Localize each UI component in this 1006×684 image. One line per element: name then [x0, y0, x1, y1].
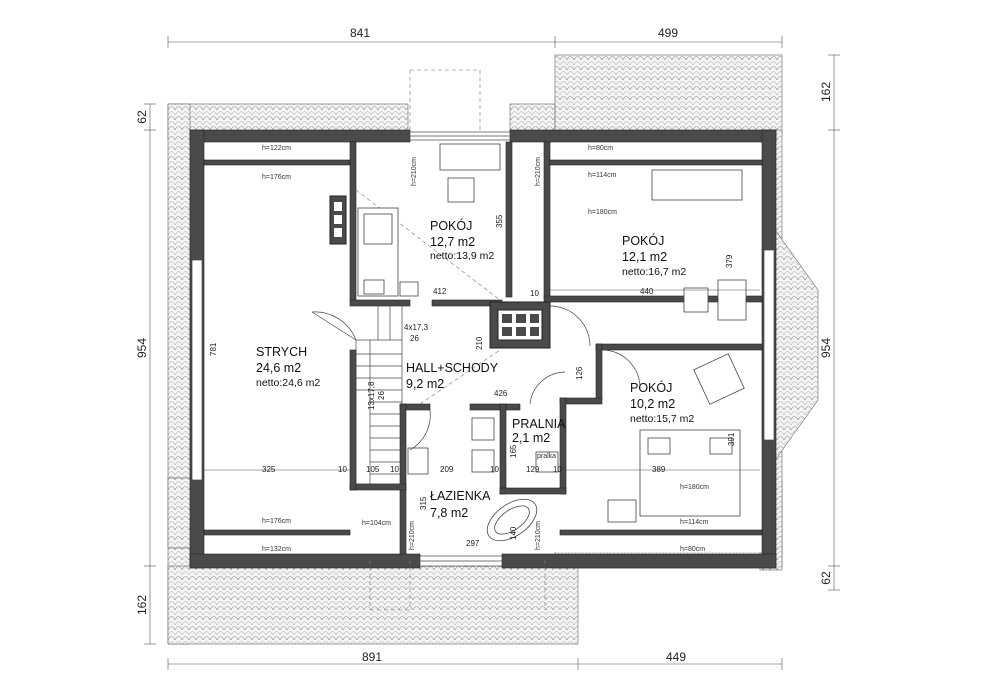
dim-10-b: 10 [390, 465, 399, 474]
inner-dimensions: 412 440 355 379 781 325 389 391 209 105 … [209, 214, 736, 548]
dim-126: 126 [575, 366, 584, 380]
height-210-a: h=210cm [411, 157, 418, 186]
room-area: 12,1 m2 [622, 250, 667, 264]
room-pokoj-top: POKÓJ 12,7 m2 netto:13,9 m2 [430, 218, 494, 262]
height-210-d: h=210cm [535, 521, 542, 550]
height-176-bottom: h=176cm [262, 518, 291, 525]
dim-top-left: 841 [350, 26, 370, 40]
height-114-bottom: h=114cm [680, 519, 709, 526]
door-swings [311, 305, 641, 451]
dim-129: 129 [526, 465, 540, 474]
room-name: ŁAZIENKA [430, 489, 491, 503]
dim-426: 426 [494, 389, 508, 398]
dim-297: 297 [466, 539, 480, 548]
stairs-bottom-width: 26 [377, 391, 386, 400]
dim-left-bottom: 162 [135, 595, 149, 615]
height-122: h=122cm [262, 145, 291, 152]
dim-209: 209 [440, 465, 454, 474]
room-pokoj-right: POKÓJ 12,1 m2 netto:16,7 m2 [622, 233, 686, 278]
inner-walls [203, 141, 763, 555]
height-210-b: h=210cm [535, 157, 542, 186]
dim-10-d: 10 [553, 465, 562, 474]
room-pralnia: PRALNIA 2,1 m2 [512, 417, 566, 445]
height-176-top: h=176cm [262, 174, 291, 181]
height-132: h=132cm [262, 546, 291, 553]
dim-325: 325 [262, 465, 276, 474]
room-pokoj-lower: POKÓJ 10,2 m2 netto:15,7 m2 [630, 380, 694, 425]
height-210-c: h=210cm [409, 521, 416, 550]
pralka-label: pralka [537, 453, 556, 460]
stairs-top: 4x17,3 [404, 323, 429, 332]
room-name: POKÓJ [630, 380, 672, 395]
room-name: HALL+SCHODY [406, 361, 499, 375]
room-name: STRYCH [256, 345, 307, 359]
room-area: 12,7 m2 [430, 235, 475, 249]
room-lazienka: ŁAZIENKA 7,8 m2 [430, 489, 491, 520]
dim-10-c: 10 [490, 465, 499, 474]
dim-389: 389 [652, 465, 666, 474]
room-name: POKÓJ [622, 233, 664, 248]
dim-bottom-right: 449 [666, 650, 686, 664]
room-area: 10,2 m2 [630, 397, 675, 411]
room-name: POKÓJ [430, 218, 472, 233]
room-area: 9,2 m2 [406, 377, 444, 391]
room-netto: netto:16,7 m2 [622, 266, 686, 278]
room-area: 2,1 m2 [512, 431, 550, 445]
dim-165: 165 [509, 444, 518, 458]
dim-210: 210 [475, 336, 484, 350]
dim-391: 391 [727, 432, 736, 446]
height-104: h=104cm [362, 520, 391, 527]
dim-right-top: 162 [819, 82, 833, 102]
room-area: 7,8 m2 [430, 506, 468, 520]
dimension-lines [144, 36, 840, 670]
dim-top-right: 499 [658, 26, 678, 40]
dim-left-height: 954 [135, 338, 149, 358]
furniture [357, 143, 747, 542]
dim-781: 781 [209, 342, 218, 356]
dim-right-bottom: 62 [819, 571, 833, 585]
height-180-bottom: h=180cm [680, 484, 709, 491]
dim-412: 412 [433, 287, 447, 296]
height-180-top: h=180cm [588, 209, 617, 216]
dim-left-top: 62 [135, 110, 149, 124]
dim-bottom-left: 891 [362, 650, 382, 664]
room-strych: STRYCH 24,6 m2 netto:24,6 m2 [256, 345, 320, 389]
room-hall: HALL+SCHODY 9,2 m2 [406, 361, 499, 391]
dim-379: 379 [725, 254, 734, 268]
dim-315: 315 [419, 496, 428, 510]
room-name: PRALNIA [512, 417, 566, 431]
staircase [355, 306, 403, 485]
height-80-bottom: h=80cm [680, 546, 705, 553]
dim-10-e: 10 [530, 289, 539, 298]
dim-355: 355 [495, 214, 504, 228]
height-labels: h=122cm h=176cm h=210cm h=210cm h=80cm h… [262, 145, 709, 553]
dim-440: 440 [640, 287, 654, 296]
room-netto: netto:24,6 m2 [256, 377, 320, 389]
dim-105: 105 [366, 465, 380, 474]
dim-140: 140 [509, 526, 518, 540]
room-area: 24,6 m2 [256, 361, 301, 375]
height-80-top: h=80cm [588, 145, 613, 152]
dim-right-height: 954 [819, 338, 833, 358]
stairs-bottom: 13x17,8 [367, 381, 376, 410]
room-netto: netto:15,7 m2 [630, 413, 694, 425]
stairs-top-width: 26 [410, 334, 419, 343]
chimney [329, 195, 551, 349]
height-114-top: h=114cm [588, 172, 617, 179]
windows [191, 131, 775, 567]
room-netto: netto:13,9 m2 [430, 250, 494, 262]
dim-10-a: 10 [338, 465, 347, 474]
